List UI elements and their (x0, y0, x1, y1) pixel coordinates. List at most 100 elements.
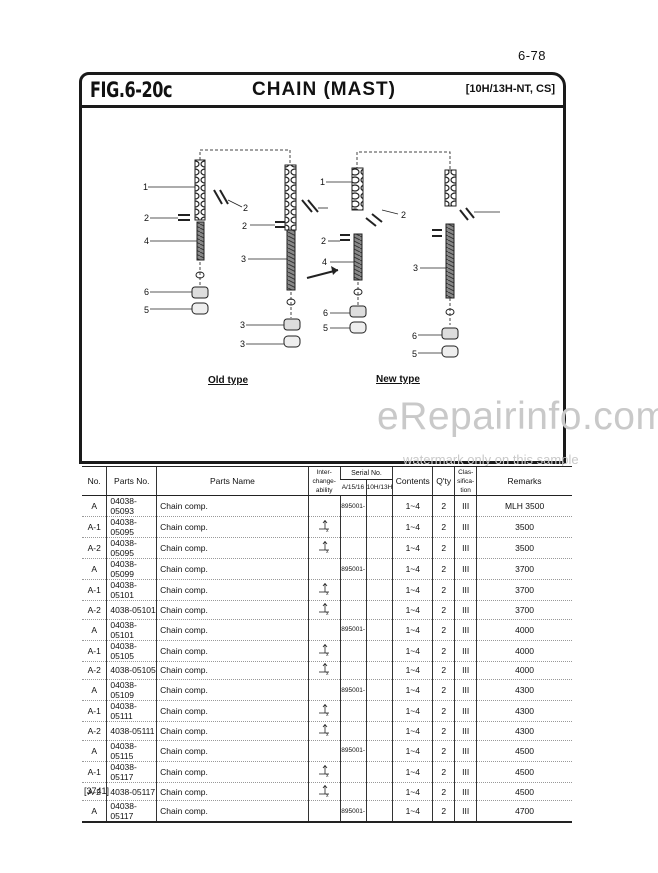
callout-label: 6 (412, 331, 417, 341)
cell-serial-a: 895001- (339, 619, 367, 641)
table-header-row: No. Parts No. Parts Name Inter-change-ab… (82, 465, 572, 496)
footer-code: [3741] (84, 786, 110, 796)
cell-interchange: x (307, 640, 341, 662)
cell-serial-b (365, 537, 393, 559)
page-number: 6-78 (518, 48, 547, 63)
cell-serial-a: 895001- (339, 495, 367, 517)
cell-serial-b (365, 579, 393, 601)
cell-contents: 1~4 (392, 537, 433, 559)
cell-interchange: x (307, 579, 341, 601)
cell-no: A-1 (82, 640, 107, 662)
figure-number: FIG.6-20c (90, 78, 173, 102)
cell-no: A-2 (82, 661, 107, 681)
callout-label: 1 (143, 182, 148, 192)
new-type-assembly (326, 151, 500, 358)
old-type-assembly (148, 149, 328, 348)
cell-contents: 1~4 (392, 661, 433, 681)
cell-qty: 2 (432, 740, 455, 762)
cell-remarks: 4000 (476, 619, 572, 641)
parts-table: No. Parts No. Parts Name Inter-change-ab… (82, 465, 572, 824)
cell-serial-b (365, 800, 393, 824)
callout-label: 5 (412, 349, 417, 359)
col-class: Clas-sifica-tion (454, 466, 477, 496)
cell-no: A (82, 679, 107, 702)
cell-part-name: Chain comp. (156, 579, 309, 601)
cell-part-name: Chain comp. (156, 782, 309, 802)
cell-interchange (307, 558, 341, 580)
cell-serial-a (339, 721, 367, 741)
cell-part-no: 04038-05095 (106, 516, 157, 538)
cell-qty: 2 (432, 800, 455, 824)
cell-qty: 2 (432, 516, 455, 538)
cell-serial-a (339, 661, 367, 681)
cell-remarks: 3700 (476, 579, 572, 601)
cell-remarks: MLH 3500 (476, 495, 572, 517)
cell-part-name: Chain comp. (156, 661, 309, 681)
cell-serial-a (339, 761, 367, 783)
cell-contents: 1~4 (392, 782, 433, 802)
cell-serial-a (339, 537, 367, 559)
cell-remarks: 3700 (476, 558, 572, 580)
cell-remarks: 4000 (476, 640, 572, 662)
cell-no: A (82, 740, 107, 762)
cell-class: III (454, 721, 477, 741)
cell-contents: 1~4 (392, 700, 433, 723)
cell-serial-b (365, 740, 393, 762)
callout-label: 4 (144, 236, 149, 246)
svg-text:x: x (326, 591, 329, 595)
callout-label: 6 (323, 308, 328, 318)
cell-class: III (454, 619, 477, 641)
cell-contents: 1~4 (392, 619, 433, 641)
callout-label: 2 (321, 236, 326, 246)
callout-label: 6 (144, 287, 149, 297)
col-serial-b: 10H/13H (365, 479, 393, 496)
interchange-mark-icon: x (319, 723, 330, 736)
cell-remarks: 4700 (476, 800, 572, 824)
cell-part-name: Chain comp. (156, 700, 309, 723)
svg-text:x: x (326, 793, 329, 797)
cell-interchange: x (307, 761, 341, 783)
interchange-mark-icon: x (319, 784, 330, 797)
callout-label: 4 (322, 257, 327, 267)
col-name: Parts Name (156, 466, 309, 496)
cell-serial-a (339, 700, 367, 723)
cell-part-name: Chain comp. (156, 740, 309, 762)
cell-no: A-2 (82, 537, 107, 559)
cell-part-no: 04038-05101 (106, 619, 157, 641)
cell-serial-b (365, 640, 393, 662)
cell-qty: 2 (432, 679, 455, 702)
cell-qty: 2 (432, 761, 455, 783)
callout-label: 3 (240, 339, 245, 349)
cell-contents: 1~4 (392, 761, 433, 783)
cell-interchange: x (307, 700, 341, 723)
cell-serial-b (365, 558, 393, 580)
cell-class: III (454, 679, 477, 702)
cell-qty: 2 (432, 700, 455, 723)
cell-contents: 1~4 (392, 516, 433, 538)
interchange-mark-icon: x (319, 520, 330, 532)
interchange-mark-icon: x (319, 541, 330, 553)
cell-qty: 2 (432, 619, 455, 641)
svg-text:x: x (326, 671, 329, 675)
cell-qty: 2 (432, 600, 455, 620)
col-qty: Q'ty (432, 466, 455, 496)
cell-qty: 2 (432, 537, 455, 559)
cell-class: III (454, 800, 477, 824)
cell-no: A (82, 558, 107, 580)
callout-label: 2 (242, 221, 247, 231)
svg-text:x: x (326, 611, 329, 615)
cell-remarks: 3500 (476, 537, 572, 559)
cell-class: III (454, 782, 477, 802)
cell-part-name: Chain comp. (156, 721, 309, 741)
cell-class: III (454, 558, 477, 580)
cell-serial-a (339, 516, 367, 538)
cell-qty: 2 (432, 640, 455, 662)
cell-part-no: 04038-05115 (106, 740, 157, 762)
cell-part-no: 04038-05099 (106, 558, 157, 580)
callout-label: 2 (144, 213, 149, 223)
